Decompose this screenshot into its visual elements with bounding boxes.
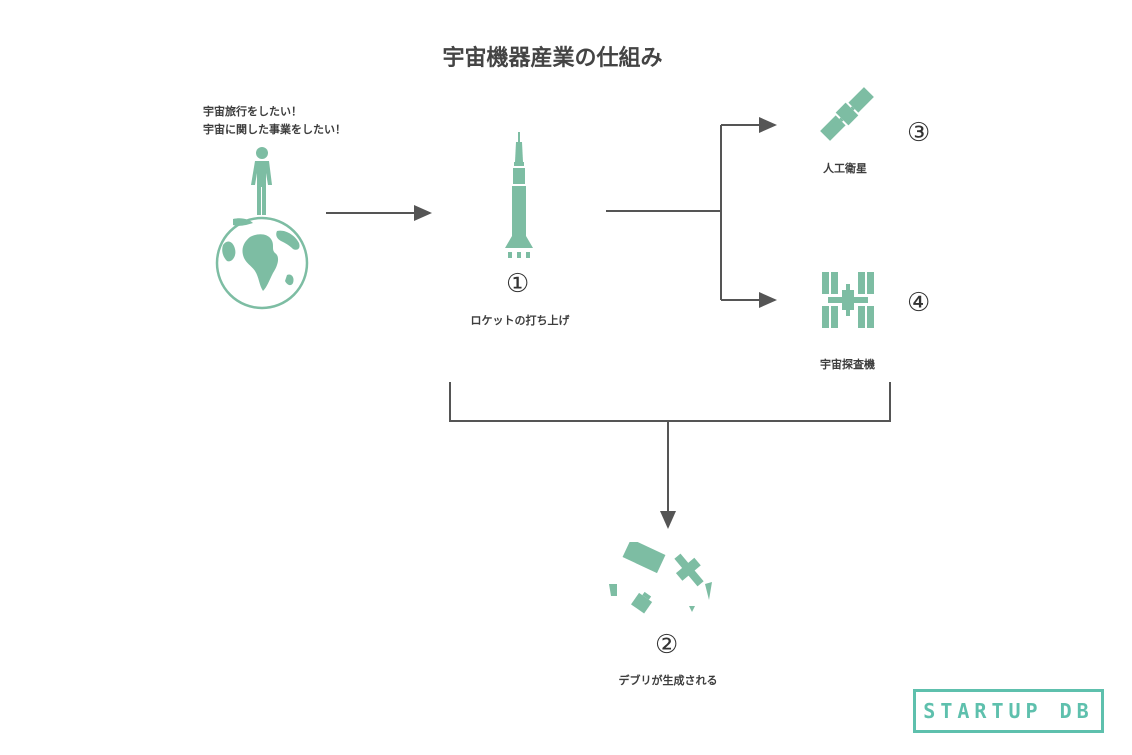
satellite-label: 人工衛星	[823, 162, 867, 175]
intent-line-1: 宇宙旅行をしたい！	[203, 105, 302, 118]
diagram-title: 宇宙機器産業の仕組み	[442, 46, 663, 71]
person-on-globe-icon	[215, 147, 309, 310]
intent-text: 宇宙旅行をしたい！ 宇宙に関した事業をしたい！	[203, 103, 346, 139]
step-number-1: ①	[506, 269, 530, 299]
debris-label: デブリが生成される	[618, 674, 718, 687]
step-number-4: ④	[907, 288, 931, 318]
rocket-icon	[505, 132, 533, 258]
branch-line	[606, 125, 722, 300]
space-probe-label: 宇宙探査機	[820, 358, 875, 371]
step-number-3: ③	[907, 118, 931, 148]
step-number-2: ②	[655, 630, 679, 660]
debris-icon	[609, 542, 712, 614]
intent-line-2: 宇宙に関した事業をしたい！	[203, 123, 346, 136]
bracket-line	[449, 382, 891, 422]
space-station-icon	[822, 272, 874, 328]
startup-db-logo: STARTUP DB	[913, 689, 1104, 733]
satellite-icon	[820, 87, 874, 141]
rocket-launch-label: ロケットの打ち上げ	[470, 314, 570, 327]
